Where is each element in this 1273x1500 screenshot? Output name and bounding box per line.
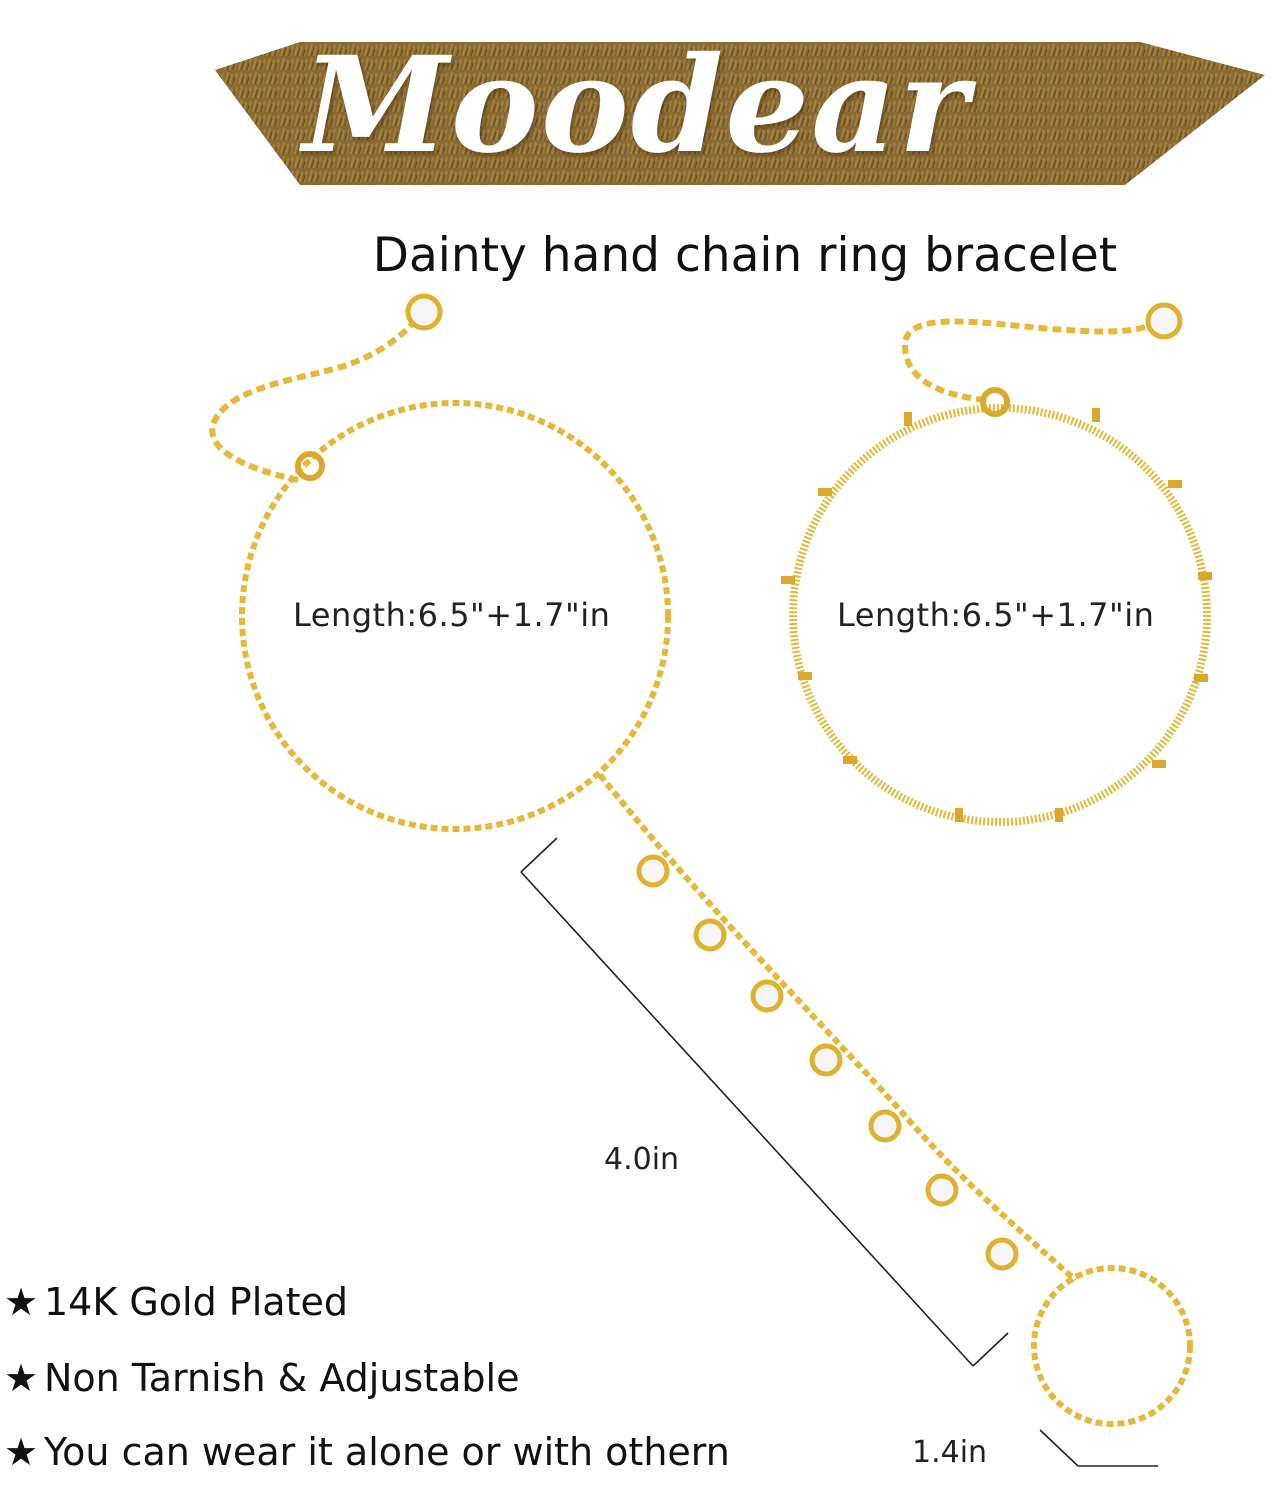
left-crystal-charm xyxy=(405,293,443,331)
brand-banner: Moodear xyxy=(0,0,1273,200)
left-bracelet-chain xyxy=(239,400,671,832)
feature-item: ★You can wear it alone or with othern xyxy=(4,1430,730,1474)
star-icon: ★ xyxy=(4,1356,39,1400)
banner-shape xyxy=(215,42,1265,185)
feature-text: 14K Gold Plated xyxy=(44,1280,348,1324)
product-subtitle: Dainty hand chain ring bracelet xyxy=(372,228,1118,283)
left-clasp xyxy=(295,451,325,481)
right-bracelet-beads xyxy=(781,408,1212,822)
right-clasp xyxy=(980,387,1010,417)
feature-text: You can wear it alone or with othern xyxy=(44,1430,730,1474)
ring-size-label: 1.4in xyxy=(912,1435,988,1470)
star-icon: ★ xyxy=(4,1280,39,1324)
left-length-label: Length:6.5"+1.7"in xyxy=(293,596,611,634)
feature-item: ★Non Tarnish & Adjustable xyxy=(4,1356,519,1400)
left-extender-chain xyxy=(209,313,423,483)
hand-chain xyxy=(597,773,1078,1283)
right-crystal-charm xyxy=(1145,302,1183,340)
crystal-drops xyxy=(636,854,1019,1271)
dimension-lines xyxy=(520,837,1158,1467)
chain-length-label: 4.0in xyxy=(604,1142,680,1177)
right-extender-chain xyxy=(901,318,1152,403)
feature-item: ★14K Gold Plated xyxy=(4,1280,348,1324)
finger-ring xyxy=(1031,1265,1193,1427)
brand-logo: Moodear xyxy=(302,28,971,183)
feature-text: Non Tarnish & Adjustable xyxy=(44,1356,520,1400)
right-length-label: Length:6.5"+1.7"in xyxy=(837,596,1155,634)
star-icon: ★ xyxy=(4,1430,39,1474)
right-bracelet-chain xyxy=(789,404,1211,826)
